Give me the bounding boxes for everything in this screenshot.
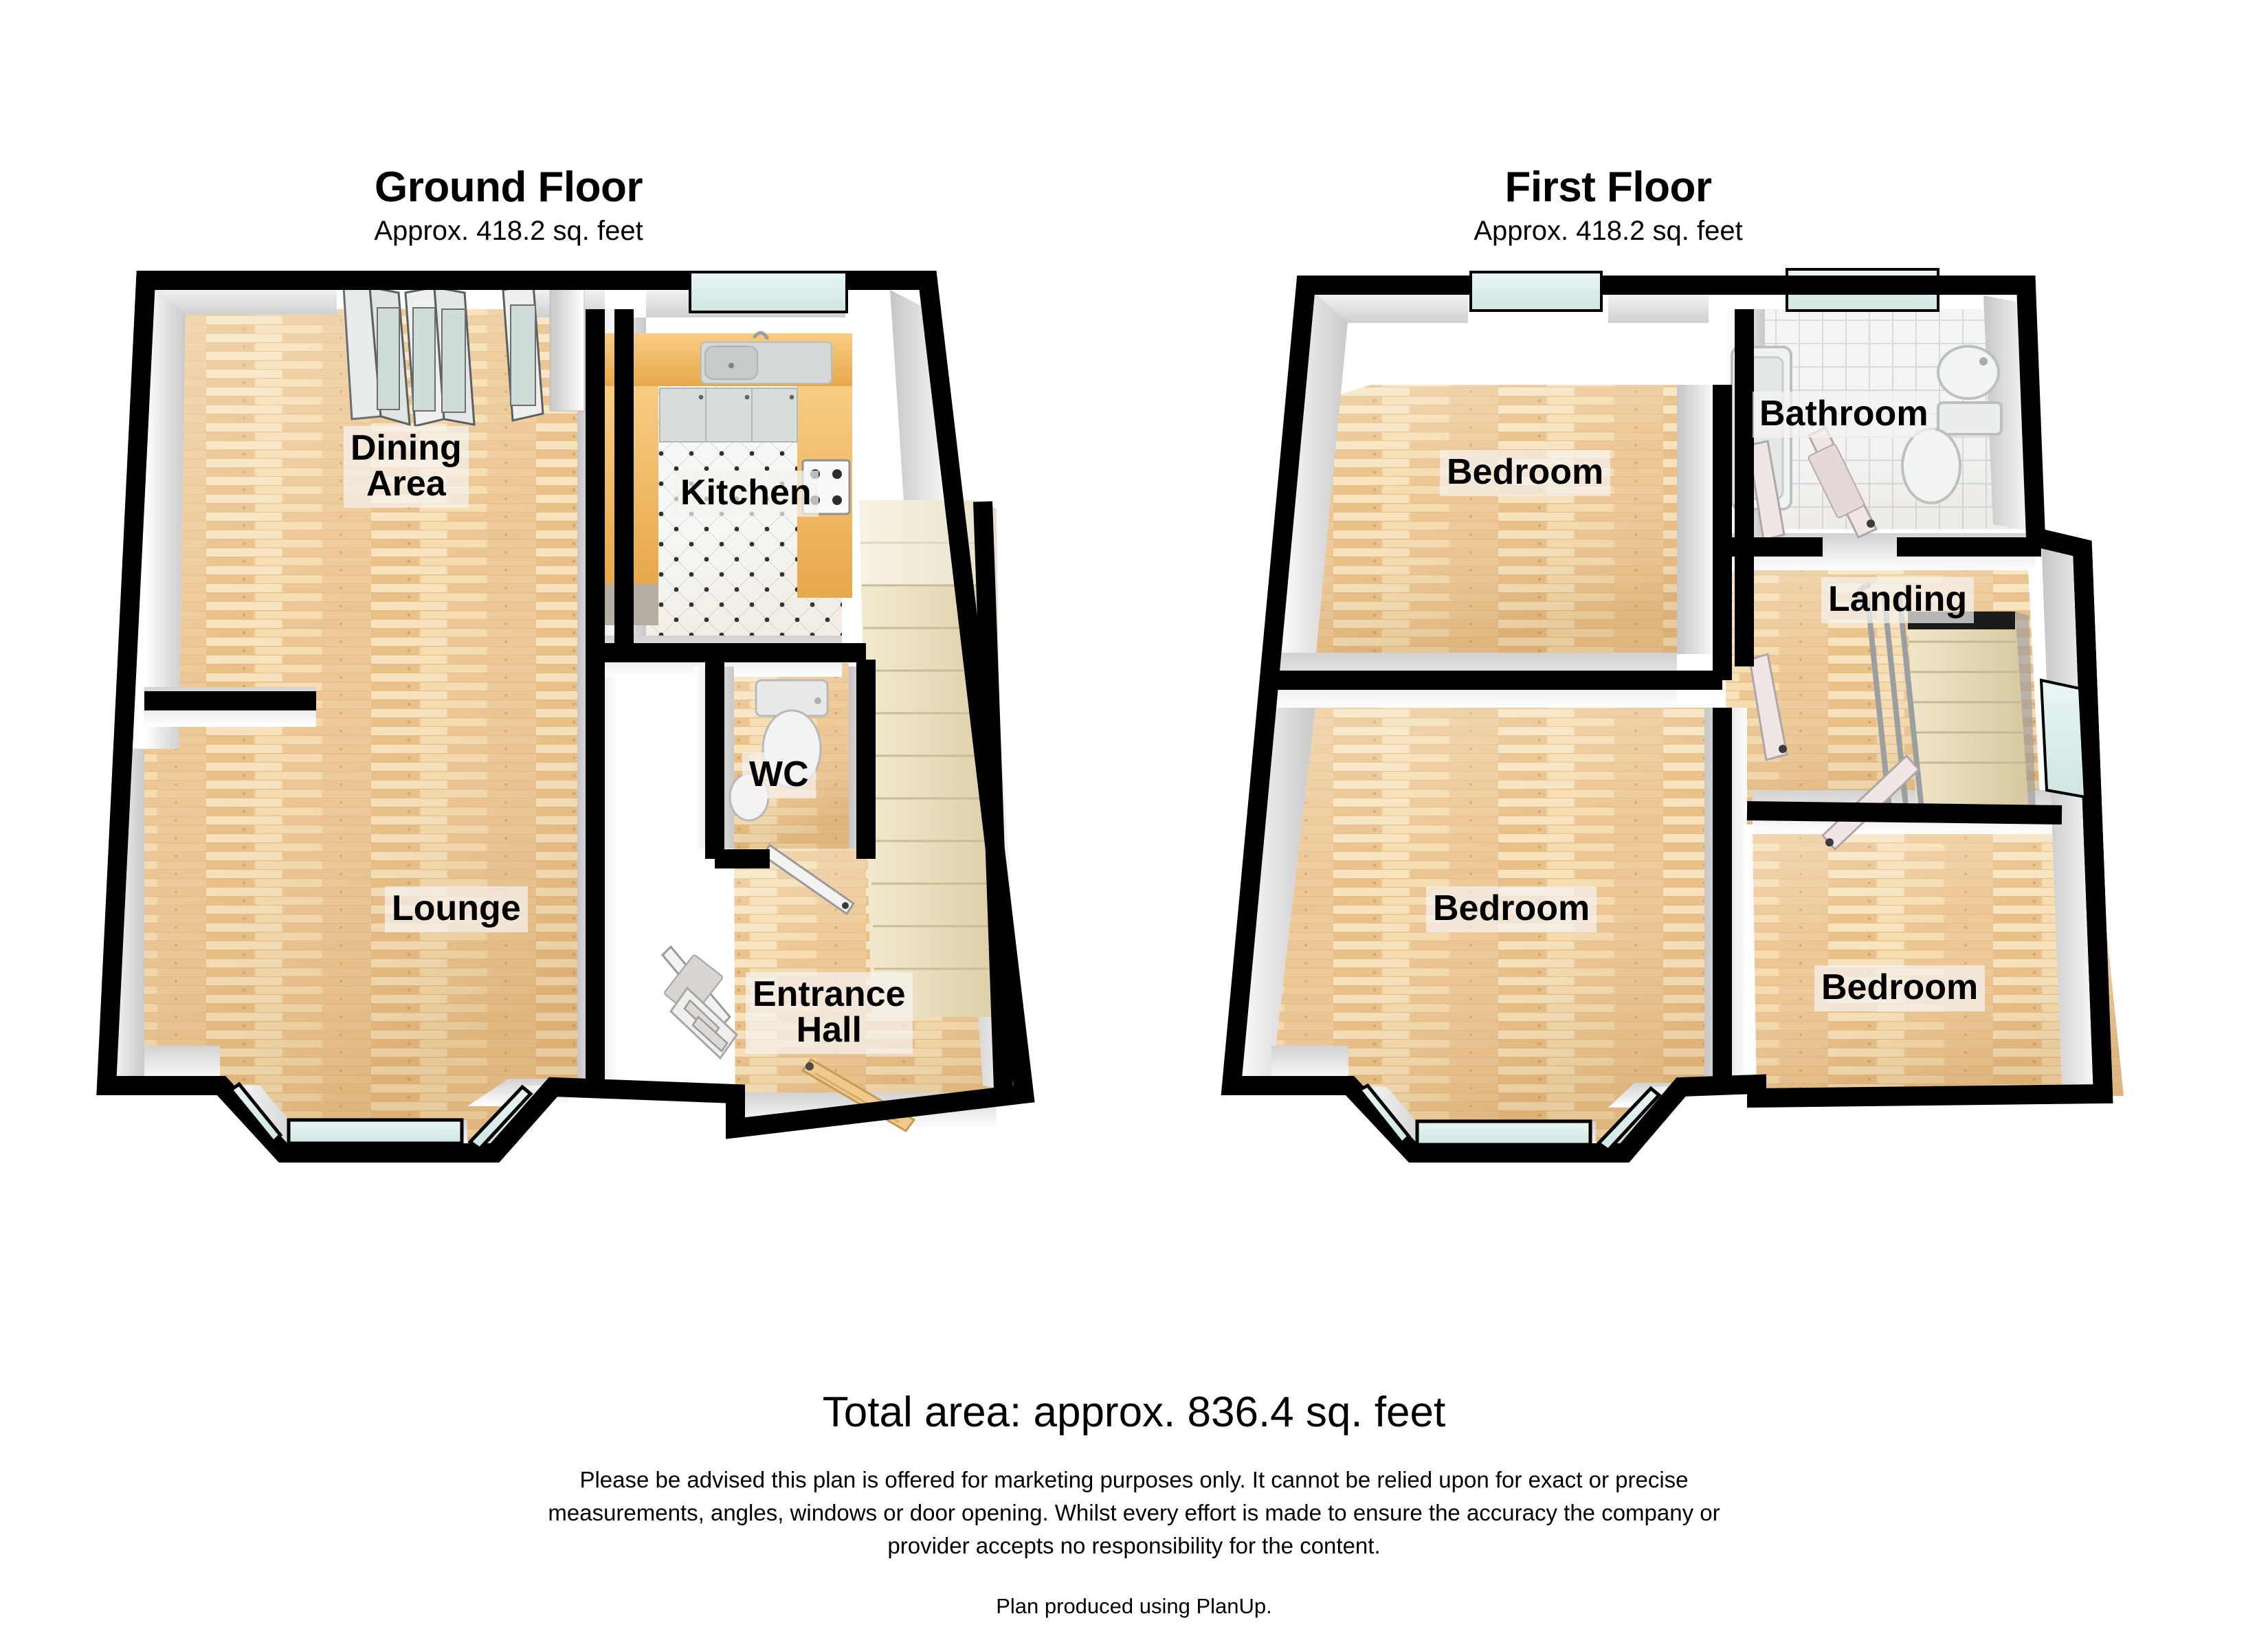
bifold-patio-doors[interactable] xyxy=(342,283,585,427)
room-label-wc: WC xyxy=(742,752,816,798)
disclaimer-line-1: Please be advised this plan is offered f… xyxy=(579,1467,1689,1492)
room-label-lounge: Lounge xyxy=(385,886,528,932)
room-label-bedroom-3: Bedroom xyxy=(1814,965,1986,1011)
first-floor-heading: First Floor Approx. 418.2 sq. feet xyxy=(1299,165,1917,245)
ground-floor-plan xyxy=(96,271,1035,1163)
stairwell-opening xyxy=(1908,612,2036,811)
first-floor-area: Approx. 418.2 sq. feet xyxy=(1474,216,1743,247)
bedroom2-door[interactable] xyxy=(1748,653,1788,761)
bathroom-toilet-icon xyxy=(1901,401,2003,504)
room-label-kitchen: Kitchen xyxy=(674,471,819,517)
disclaimer-text: Please be advised this plan is offered f… xyxy=(0,1463,2268,1562)
first-floor-walls xyxy=(1221,276,2113,1163)
kitchen-wall-units xyxy=(659,388,798,442)
first-floor-plan xyxy=(1221,268,2124,1163)
room-label-bedroom-2: Bedroom xyxy=(1426,886,1597,932)
first-floor-title: First Floor xyxy=(1504,164,1712,211)
producer-credit: Plan produced using PlanUp. xyxy=(996,1594,1272,1618)
wash-basin-icon xyxy=(1937,345,2000,400)
bedroom3-floor xyxy=(1753,831,2124,1096)
ground-floor-title: Ground Floor xyxy=(374,164,643,211)
bedroom1-floor xyxy=(1316,385,1677,653)
bathroom-door[interactable] xyxy=(1808,425,1878,539)
lounge-dining-floor xyxy=(144,309,577,1141)
room-label-dining-area: Dining Area xyxy=(344,426,469,508)
ground-floor-area: Approx. 418.2 sq. feet xyxy=(374,216,643,247)
ground-floor-walls xyxy=(96,271,1035,1163)
room-label-bathroom: Bathroom xyxy=(1753,392,1935,438)
ground-floor-windows xyxy=(228,271,848,1152)
kitchen-sink-icon xyxy=(700,331,832,384)
radiator-icon xyxy=(669,986,738,1060)
first-floor-windows xyxy=(1357,271,2087,1153)
bedroom3-door[interactable] xyxy=(1821,754,1921,851)
room-label-entrance-hall: Entrance Hall xyxy=(746,972,913,1054)
disclaimer-line-2: measurements, angles, windows or door op… xyxy=(548,1499,1720,1525)
total-area-text: Total area: approx. 836.4 sq. feet xyxy=(822,1389,1446,1436)
room-label-bedroom-1: Bedroom xyxy=(1440,450,1611,496)
room-label-landing: Landing xyxy=(1821,577,1975,623)
ground-floor-heading: Ground Floor Approx. 418.2 sq. feet xyxy=(199,165,818,245)
disclaimer-line-3: provider accepts no responsibility for t… xyxy=(887,1532,1381,1558)
